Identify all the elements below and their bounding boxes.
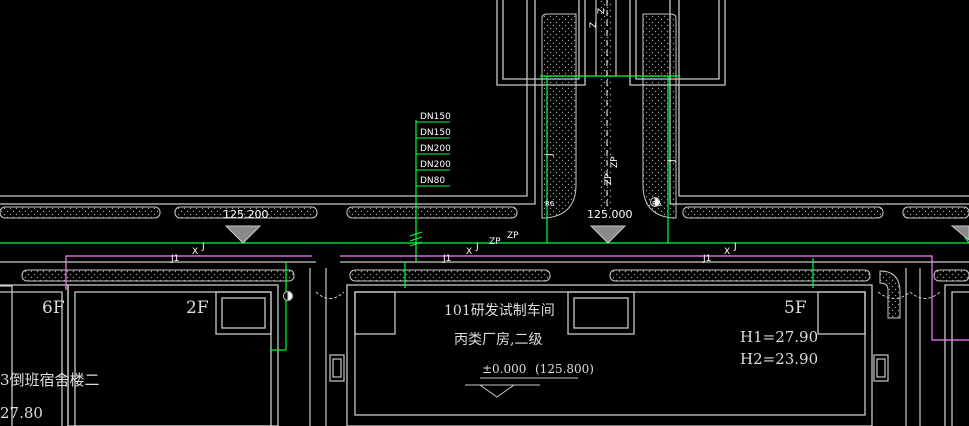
fire-main-label: J1 — [170, 254, 179, 264]
pipe-size-label: DN150 — [420, 112, 451, 122]
valve-symbols — [283, 197, 660, 301]
zp-label: ZP — [507, 231, 519, 241]
pipe-size-label: DN200 — [420, 160, 451, 170]
lower-right-partial-building — [944, 284, 969, 426]
pipe-j-label: J — [475, 242, 479, 252]
center-road-lines — [595, 0, 617, 76]
height-h2: H2=23.90 — [740, 350, 818, 368]
elevation-label-center: 125.000 — [587, 208, 633, 221]
absolute-level-label: (125.800) — [535, 362, 594, 376]
floors-label-main: 5F — [784, 298, 807, 318]
road-edge-lines — [0, 261, 969, 426]
upper-left-building — [0, 0, 536, 205]
pipe-hatch-marks — [409, 231, 423, 247]
fire-hydrant-boxes — [329, 354, 889, 382]
height-h1: H1=27.90 — [740, 328, 818, 346]
zp-label: ZP — [489, 237, 501, 247]
building-class-main: 丙类厂房,二级 — [454, 332, 542, 348]
upper-notch-right — [629, 0, 726, 86]
bend-label: R6 — [652, 200, 662, 208]
lower-main-building — [346, 284, 873, 426]
building-name-main: 101研发试制车间 — [444, 302, 555, 319]
bend-label: R6 — [545, 200, 555, 208]
floors-label-left-partial: 6F — [42, 298, 65, 318]
floor-level-label: ±0.000 — [482, 362, 526, 376]
height-left-partial: 27.80 — [0, 404, 43, 422]
vertical-zp-label: ZP — [610, 156, 620, 168]
vertical-j-label: J — [545, 153, 555, 157]
building-name-left-partial: 3倒班宿舍楼二 — [0, 371, 100, 389]
pipe-size-label: DN150 — [420, 128, 451, 138]
pipe-x-label: X — [466, 247, 472, 257]
fire-main-label: J1 — [702, 254, 711, 264]
water-supply-pipes — [0, 0, 969, 351]
pipe-size-label: DN200 — [420, 144, 451, 154]
fire-main-pipe — [65, 255, 969, 341]
pipe-j-label: J — [201, 242, 205, 252]
landscape-strips — [0, 0, 969, 319]
upper-notch-left — [496, 0, 586, 86]
pipe-size-ticks — [416, 121, 450, 187]
z-mark: Z — [589, 22, 599, 28]
vertical-j-label: J — [667, 159, 677, 163]
pipe-size-label: DN80 — [420, 176, 445, 186]
lower-left-building-2f — [67, 284, 279, 426]
vertical-zp-label: ZP — [604, 173, 614, 185]
pipe-j-label: J — [733, 242, 737, 252]
fire-main-label: J1 — [442, 254, 451, 264]
z-mark: Z — [597, 8, 607, 14]
door-swing-curves — [315, 291, 941, 299]
pipe-x-label: X — [192, 247, 198, 257]
floors-label-left-block: 2F — [186, 298, 209, 318]
elevation-label-left: 125.200 — [223, 208, 269, 221]
pipe-x-label: X — [724, 247, 730, 257]
elevation-markers — [224, 225, 969, 398]
